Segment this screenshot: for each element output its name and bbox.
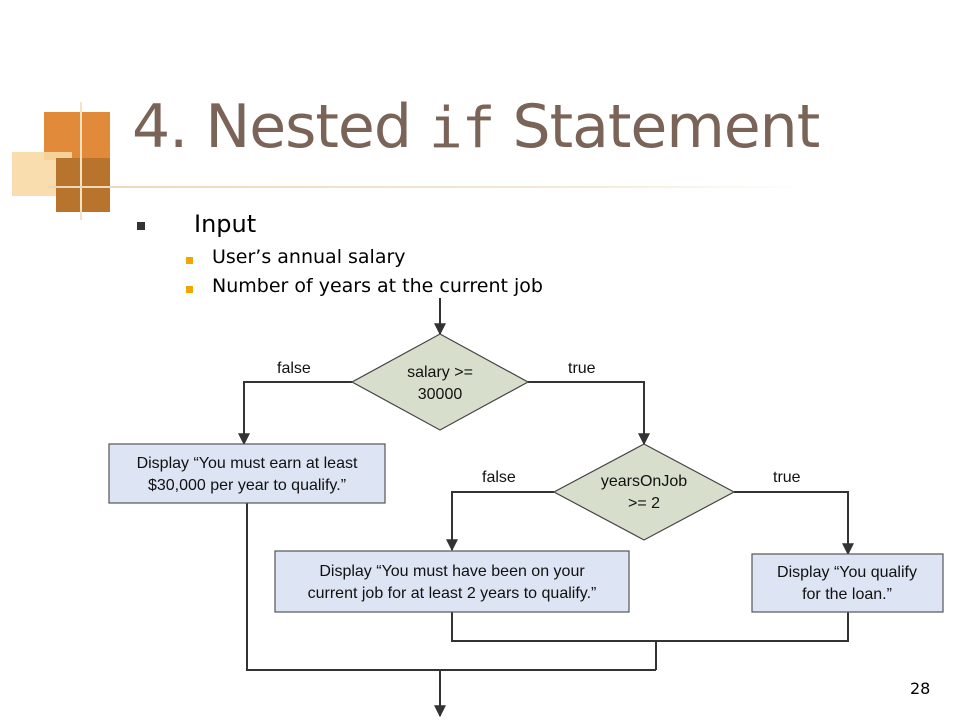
merge-outer — [246, 503, 656, 671]
bullet-input: Input — [194, 210, 257, 238]
decision-years-line2: >= 2 — [628, 495, 660, 512]
box-qualify — [751, 553, 944, 613]
bullet-square-icon — [137, 222, 145, 230]
box-earn-line2: $30,000 per year to qualify.” — [148, 477, 346, 494]
sub-bullet-years: Number of years at the current job — [212, 275, 543, 297]
true-label-2: true — [773, 469, 801, 486]
merge-inner — [451, 612, 849, 642]
box-earn-more — [108, 443, 386, 504]
decor-vline — [80, 102, 82, 220]
false-label-2: false — [482, 469, 516, 486]
box-qualify-line1: Display “You qualify — [777, 564, 917, 581]
box-years-line2: current job for at least 2 years to qual… — [308, 585, 597, 602]
true-label-1: true — [568, 360, 596, 377]
true-path-1 — [528, 381, 650, 446]
sub-bullet-icon — [186, 257, 193, 264]
false-path-2 — [446, 491, 554, 552]
title-rule — [48, 186, 808, 188]
box-years-line1: Display “You must have been on your — [319, 563, 585, 580]
box-years-required — [274, 550, 630, 613]
false-label-1: false — [277, 360, 311, 377]
decision-salary — [350, 333, 530, 431]
box-earn-line1: Display “You must earn at least — [137, 455, 358, 472]
page-number: 28 — [910, 679, 931, 698]
true-path-2 — [734, 491, 854, 556]
box-qualify-line2: for the loan.” — [802, 586, 892, 603]
decision-salary-line1: salary >= — [407, 364, 473, 381]
decision-years-line1: yearsOnJob — [601, 473, 687, 490]
sub-bullet-icon — [186, 286, 193, 293]
decision-salary-line2: 30000 — [418, 386, 463, 403]
title-code: if — [428, 96, 495, 161]
sub-bullet-salary: User’s annual salary — [212, 246, 406, 268]
slide-title: 4. Nested if Statement — [132, 92, 820, 162]
decor-block-brown — [56, 158, 110, 212]
false-path-1 — [238, 381, 352, 446]
decision-years — [552, 443, 736, 541]
